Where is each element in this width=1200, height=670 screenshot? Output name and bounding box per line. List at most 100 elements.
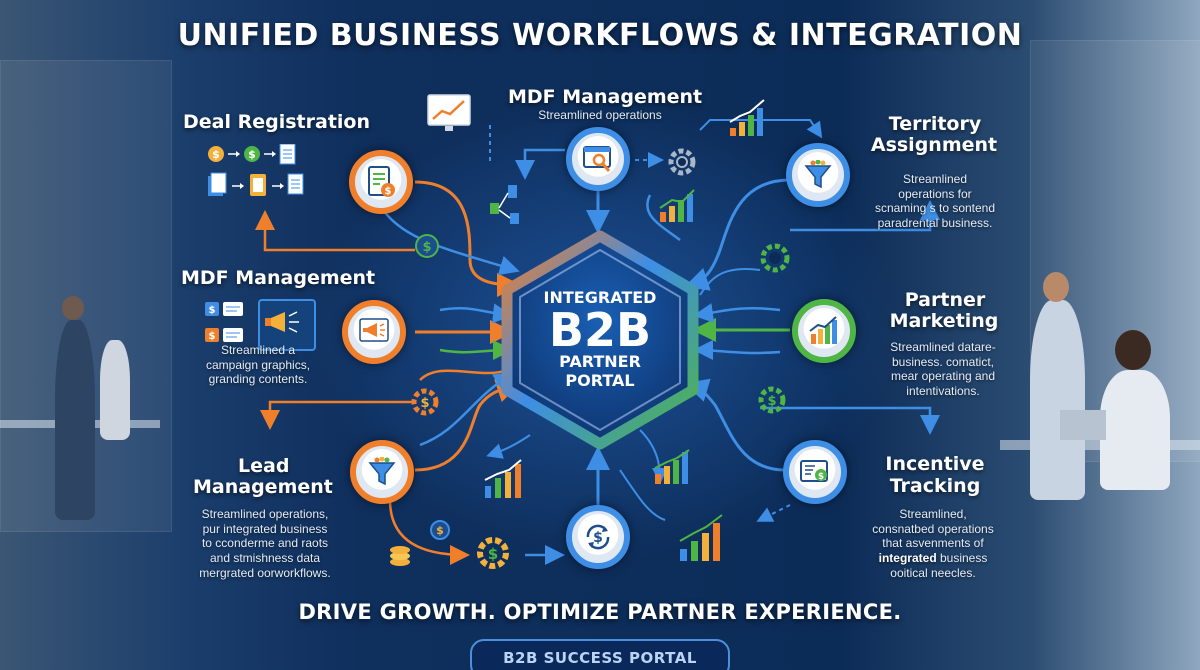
mdf-left-label: MDF Management	[181, 267, 376, 289]
gear-icon: $	[477, 537, 509, 569]
office-person-3	[1030, 300, 1085, 500]
svg-text:$: $	[767, 394, 776, 409]
office-laptop	[1060, 410, 1106, 440]
link-territory-loop	[790, 200, 940, 232]
gear-icon	[760, 243, 790, 273]
incentive-description: Streamlined, consnatbed operations that …	[872, 507, 994, 580]
mdf-top-label: MDF Management	[508, 86, 703, 108]
link-mdfleft-to-hub-2	[439, 303, 513, 324]
link-left-loop-bottom	[260, 400, 415, 430]
territory-label-line-2: Assignment	[870, 134, 998, 156]
link-topright-to-hub	[646, 194, 681, 242]
svg-text:$: $	[818, 472, 824, 482]
hub-hexagon	[501, 230, 699, 450]
flow-diagram-icon	[490, 185, 519, 224]
tagline: DRIVE GROWTH. OPTIMIZE PARTNER EXPERIENC…	[298, 600, 902, 624]
hub-title-line-4: PORTAL	[565, 371, 635, 390]
partner-marketing-description: Streamlined datare- business. comatict, …	[890, 340, 996, 398]
bottom-node[interactable]: $	[566, 505, 630, 569]
svg-text:$: $	[212, 148, 220, 161]
link-partner-to-hub-3	[693, 340, 781, 361]
hub-title-line-3: PARTNER	[559, 352, 641, 371]
funnel-icon	[368, 457, 396, 486]
mdf-top-description: Streamlined operations	[538, 108, 662, 122]
deal-registration-node[interactable]: $	[349, 150, 413, 214]
browser-search-icon	[583, 146, 611, 172]
partner-marketing-node[interactable]	[792, 299, 856, 363]
mdf-top-node[interactable]	[566, 127, 630, 191]
office-person-3-head	[1043, 272, 1069, 302]
bar-chart-up-icon	[809, 316, 837, 344]
svg-text:$: $	[488, 545, 498, 563]
lead-label-line-2: Management	[193, 476, 333, 498]
lead-label-line-1: Lead	[238, 455, 290, 477]
dollar-coin-icon: $	[430, 520, 450, 540]
gear-icon	[668, 148, 696, 176]
link-bottom-left-diag	[486, 434, 531, 459]
territory-description: Streamlined operations for scnaming s to…	[874, 172, 996, 230]
link-right-arc-top	[699, 268, 761, 296]
link-incentive-to-hub	[684, 378, 786, 472]
link-lead-to-hub	[414, 379, 521, 472]
link-bottom-right-curve	[619, 469, 666, 521]
link-deal-to-hub-2	[378, 204, 520, 276]
link-mdfleft-to-hub-3	[439, 340, 513, 361]
link-left-mid-loop	[419, 368, 509, 381]
territory-node[interactable]	[786, 143, 850, 207]
monitor-chart-icon	[427, 94, 471, 131]
link-deal-to-hub	[414, 180, 521, 297]
funnel-icon	[804, 160, 832, 189]
link-lead-bottom	[388, 499, 470, 565]
svg-text:$: $	[436, 524, 444, 537]
gear-icon: $	[758, 386, 786, 414]
svg-text:$: $	[420, 396, 429, 411]
svg-text:$: $	[209, 331, 216, 342]
gear-icon: $	[411, 388, 439, 416]
mdf-left-campaign-icons: $ $	[205, 298, 317, 353]
link-territory-to-hub	[684, 178, 791, 291]
mini-chart-bottom-right	[679, 514, 723, 561]
link-incentive-loop	[760, 406, 940, 435]
deal-registration-flow-icons: $ $	[206, 143, 326, 204]
svg-text:$: $	[422, 240, 431, 255]
coin-stack-icon	[390, 546, 410, 566]
territory-label-line-1: Territory	[888, 113, 982, 135]
lead-node[interactable]	[350, 440, 414, 504]
certificate-dollar-icon: $	[800, 460, 828, 482]
office-person-1	[55, 320, 95, 520]
partner-marketing-label-line-1: Partner	[904, 289, 986, 311]
hub-title-line-1: INTEGRATED	[543, 288, 657, 307]
incentive-label-line-1: Incentive	[885, 453, 985, 475]
megaphone-icon	[359, 318, 389, 342]
svg-text:$: $	[593, 530, 603, 546]
svg-text:$: $	[385, 186, 392, 197]
incentive-node[interactable]: $	[783, 440, 847, 504]
footer-badge: B2B SUCCESS PORTAL	[470, 639, 730, 670]
page-title: UNIFIED BUSINESS WORKFLOWS & INTEGRATION	[177, 18, 1023, 53]
office-person-2	[100, 340, 130, 440]
link-partner-to-hub-2	[693, 303, 781, 323]
hub-hexagon-inner	[519, 249, 681, 431]
mini-chart-bottom-mid	[654, 449, 690, 484]
office-person-4	[1100, 370, 1170, 490]
link-incentive-dash	[756, 504, 791, 522]
document-dollar-icon: $	[368, 166, 395, 197]
link-lead-to-hub-2	[419, 372, 515, 447]
office-person-4-head	[1115, 330, 1151, 370]
incentive-label-line-2: Tracking	[889, 475, 981, 497]
office-person-1-head	[62, 296, 84, 320]
lead-description: Streamlined operations, pur integrated b…	[199, 507, 331, 580]
mini-chart-bottom-left	[484, 459, 522, 498]
partner-marketing-label-line-2: Marketing	[889, 310, 999, 332]
svg-text:$: $	[209, 305, 216, 316]
mdf-left-description: Streamlined a campaign graphics, grandin…	[205, 343, 311, 387]
hub-title-line-2: B2B	[548, 303, 652, 357]
dollar-refresh-icon: $	[586, 524, 610, 550]
deal-registration-label: Deal Registration	[183, 111, 370, 133]
link-bottom-right-diag	[639, 429, 668, 484]
svg-text:$: $	[248, 148, 256, 161]
dollar-coin-icon: $	[415, 234, 439, 258]
mdf-left-node[interactable]	[342, 300, 406, 364]
